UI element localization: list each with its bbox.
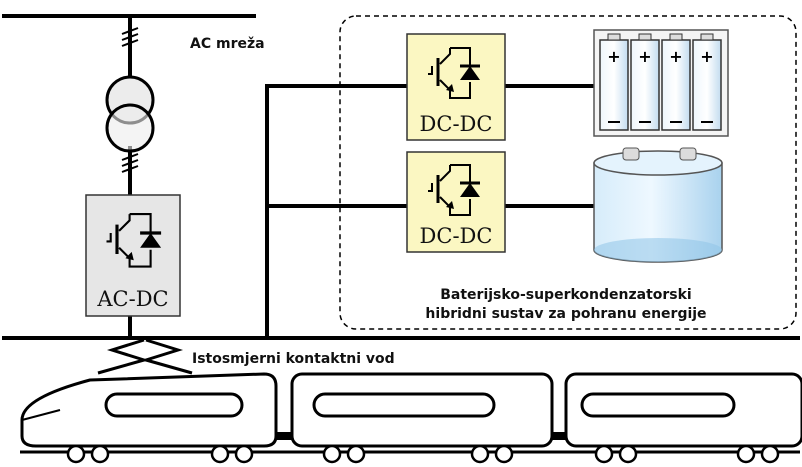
transformer-icon bbox=[105, 75, 155, 153]
supercapacitor-icon bbox=[593, 147, 723, 263]
storage-feeder-line bbox=[265, 84, 594, 338]
train-icon bbox=[20, 372, 802, 464]
dc-dc-converter-bottom: DC-DC bbox=[406, 151, 506, 253]
ac-dc-label: AC-DC bbox=[96, 287, 168, 311]
hybrid-storage-caption-line1: Baterijsko-superkondenzatorski bbox=[440, 287, 691, 303]
ac-grid-label: AC mreža bbox=[190, 36, 265, 52]
svg-text:+: + bbox=[607, 47, 620, 66]
hybrid-storage-caption-line2: hibridni sustav za pohranu energije bbox=[425, 306, 706, 322]
hybrid-storage-group bbox=[339, 15, 797, 330]
dc-dc-top-label: DC-DC bbox=[420, 112, 493, 136]
dc-dc-converter-top: DC-DC bbox=[406, 33, 506, 141]
pantograph-icon bbox=[97, 338, 193, 375]
ac-dc-converter: AC-DC bbox=[85, 194, 181, 317]
contact-line-label: Istosmjerni kontaktni vod bbox=[192, 351, 395, 367]
svg-text:+: + bbox=[700, 47, 713, 66]
dc-dc-bottom-label: DC-DC bbox=[420, 224, 493, 248]
svg-text:+: + bbox=[638, 47, 651, 66]
battery-pack-icon: + + + + bbox=[593, 29, 729, 137]
ac-feeder-line bbox=[121, 16, 139, 338]
svg-text:+: + bbox=[669, 47, 682, 66]
